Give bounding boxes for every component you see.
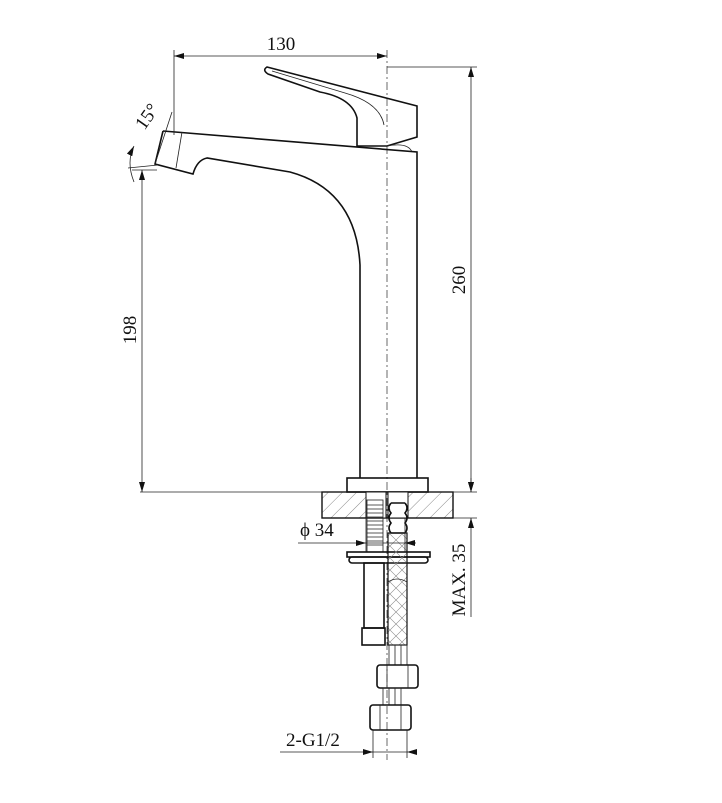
connection-label: 2-G1/2 xyxy=(286,730,340,751)
dimension-max-deck: MAX. 35 xyxy=(449,478,477,617)
spout-angle-label: 15° xyxy=(131,100,163,134)
width-label: 130 xyxy=(267,34,296,55)
max-deck-label: MAX. 35 xyxy=(449,544,470,617)
supply-hoses xyxy=(361,532,419,731)
dimension-connection: 2-G1/2 xyxy=(280,730,417,758)
faucet-handle xyxy=(263,66,418,153)
deck-plate xyxy=(321,491,454,519)
dimension-spout-height: 198 xyxy=(120,169,157,492)
dimension-hole-diameter: ϕ 34 xyxy=(298,518,416,552)
dimension-height: 260 xyxy=(140,66,477,493)
height-label: 260 xyxy=(449,266,470,295)
hole-diameter-label: ϕ 34 xyxy=(300,520,334,541)
faucet-body xyxy=(154,130,429,493)
spout-height-label: 198 xyxy=(120,316,141,345)
dimension-width: 130 xyxy=(173,34,387,135)
